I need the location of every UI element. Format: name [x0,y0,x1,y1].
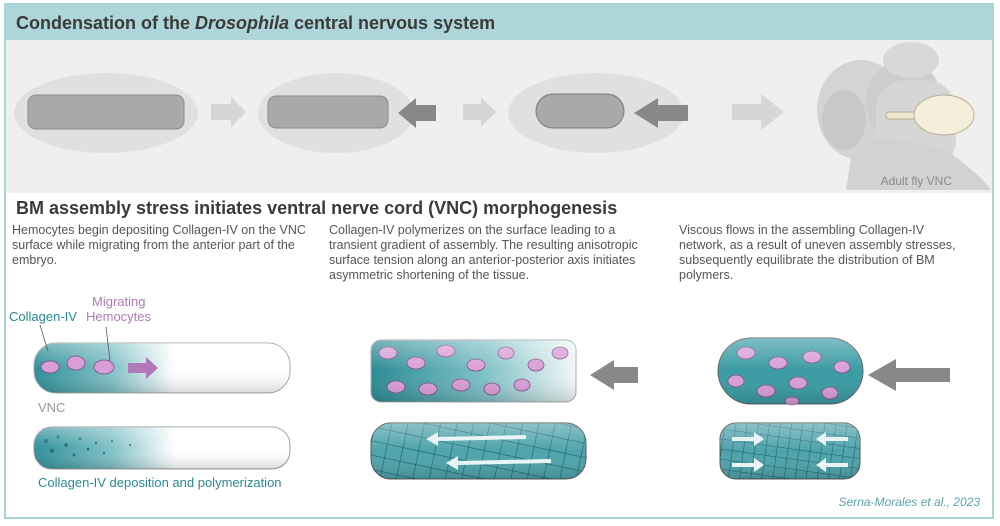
collagen-network-stage-3 [719,422,861,480]
hemocyte-cluster-2 [378,344,569,396]
collagen-network-shade-2 [371,423,586,479]
vnc-stage-1-shade [34,343,290,393]
deposition-tube-shade [34,427,290,469]
migration-arrow [128,357,158,379]
tension-arrows-stage-2 [426,432,552,470]
deposition-caption: Collagen-IV deposition and polymerizatio… [38,475,282,490]
hemocytes-label: Hemocytes [86,309,152,324]
adult-fly-silhouette [817,42,991,190]
stage-description-1: Hemocytes begin depositing Collagen-IV o… [12,223,306,267]
collagen-network-shade-3 [720,423,860,479]
title-part: Condensation of the [16,13,195,33]
condensation-stages-diagram [14,42,991,190]
collagen-mesh-stage-2 [371,423,586,479]
compression-arrow-stage-2 [590,360,638,390]
progress-arrow-2 [463,97,496,127]
vnc-stage-3-tissue [717,337,864,405]
stage-description-2: Collagen-IV polymerizes on the surface l… [329,223,638,282]
collagen-dots [44,435,131,457]
vnc-stage-1 [27,94,185,130]
vnc-stage-3 [535,93,625,129]
hemocyte-cluster-3 [727,346,851,406]
compression-arrow-stage-3 [868,359,950,391]
compression-arrow-2 [634,98,688,128]
figure-title: Condensation of the Drosophila central n… [6,5,992,40]
stage-description-3: Viscous flows in the assembling Collagen… [679,223,956,282]
vnc-stage-2-shade [371,340,576,402]
figure-frame: Condensation of the Drosophila central n… [4,3,994,519]
section-title: BM assembly stress initiates ventral ner… [16,198,618,218]
citation: Serna-Morales et al., 2023 [838,495,980,509]
compression-arrow-1 [398,98,436,128]
collagen-pointer [39,324,49,352]
hemocyte-pointer [105,326,111,362]
vnc-stage-3-shade [718,338,863,404]
title-italic: Drosophila [195,13,290,33]
collagen-iv-label: Collagen-IV [9,309,77,324]
equilibrating-arrows-stage-3 [732,432,848,472]
migrating-label: Migrating [92,294,146,309]
hemocyte-cluster-1 [40,355,115,375]
title-part: central nervous system [289,13,496,33]
vnc-stage-2-tissue [370,339,577,403]
collagen-network-stage-2 [370,422,587,480]
vnc-label: VNC [38,400,66,415]
condensation-panel: Adult fly VNC [6,40,992,193]
progress-arrow-1 [211,97,246,127]
progress-arrow-3 [732,94,784,130]
vnc-stage-2 [267,95,389,129]
collagen-mesh-stage-3 [720,423,860,479]
deposition-tube [33,426,291,470]
adult-fly-vnc-label: Adult fly VNC [880,174,952,188]
vnc-stage-1-tissue [33,342,291,394]
